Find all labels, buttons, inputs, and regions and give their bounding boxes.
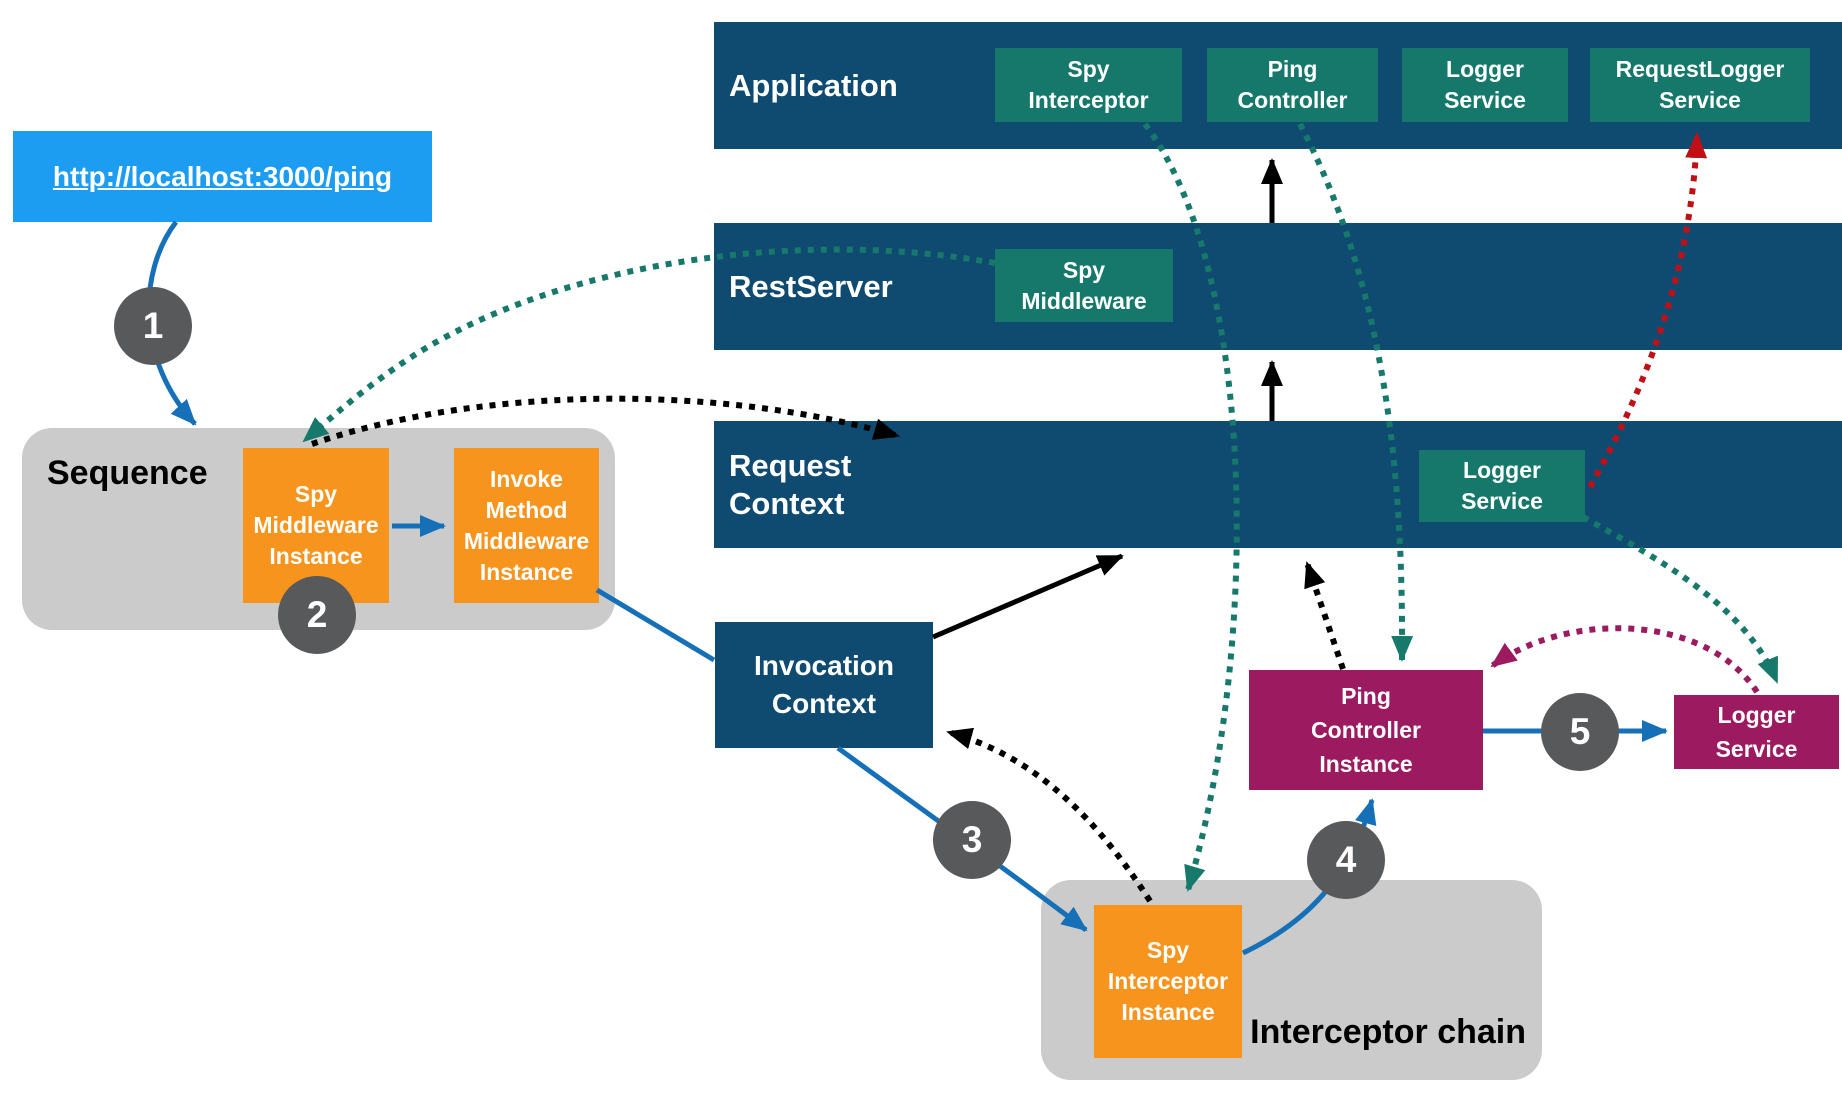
application-layer-label: Application — [729, 67, 898, 103]
step-5-badge: 5 — [1541, 693, 1619, 771]
step-4-badge: 4 — [1307, 821, 1385, 899]
invoke-method-middleware-instance-box: Invoke Method Middleware Instance — [454, 448, 599, 603]
request-context-layer-label: Request Context — [729, 447, 852, 521]
step-2-badge: 2 — [278, 576, 356, 654]
interceptor-chain-group-label: Interceptor chain — [1250, 1013, 1526, 1051]
step-3-badge: 3 — [933, 801, 1011, 879]
logger-service-instance-box: Logger Service — [1674, 695, 1839, 769]
request-logger-service-binding-box: RequestLogger Service — [1590, 48, 1810, 122]
restserver-layer-bar: RestServer — [714, 223, 1842, 350]
spy-middleware-binding-box: Spy Middleware — [995, 249, 1173, 322]
ping-controller-binding-box: Ping Controller — [1207, 48, 1378, 122]
sequence-group-label: Sequence — [47, 454, 208, 492]
spy-interceptor-binding-box: Spy Interceptor — [995, 48, 1182, 122]
dotted-arrow-ping-controller-instance-to-request-context — [1304, 561, 1346, 670]
request-context-layer-bar: Request Context — [714, 421, 1842, 548]
dotted-arrow-ping-controller-binding-to-instance — [1297, 122, 1414, 662]
invocation-context-box: Invocation Context — [715, 622, 933, 748]
dotted-arrow-logger-instance-to-ping-controller-instance — [1490, 625, 1760, 694]
arrow-invocation-context-to-request-context — [932, 553, 1124, 640]
spy-interceptor-instance-box: Spy Interceptor Instance — [1094, 905, 1242, 1058]
logger-service-binding-box: Logger Service — [1402, 48, 1568, 122]
restserver-layer-label: RestServer — [729, 268, 893, 304]
step-1-badge: 1 — [114, 287, 192, 365]
spy-middleware-instance-box: Spy Middleware Instance — [243, 448, 389, 603]
request-url-link[interactable]: http://localhost:3000/ping — [13, 131, 432, 222]
ping-controller-instance-box: Ping Controller Instance — [1249, 670, 1483, 790]
logger-service-context-binding-box: Logger Service — [1419, 450, 1585, 522]
